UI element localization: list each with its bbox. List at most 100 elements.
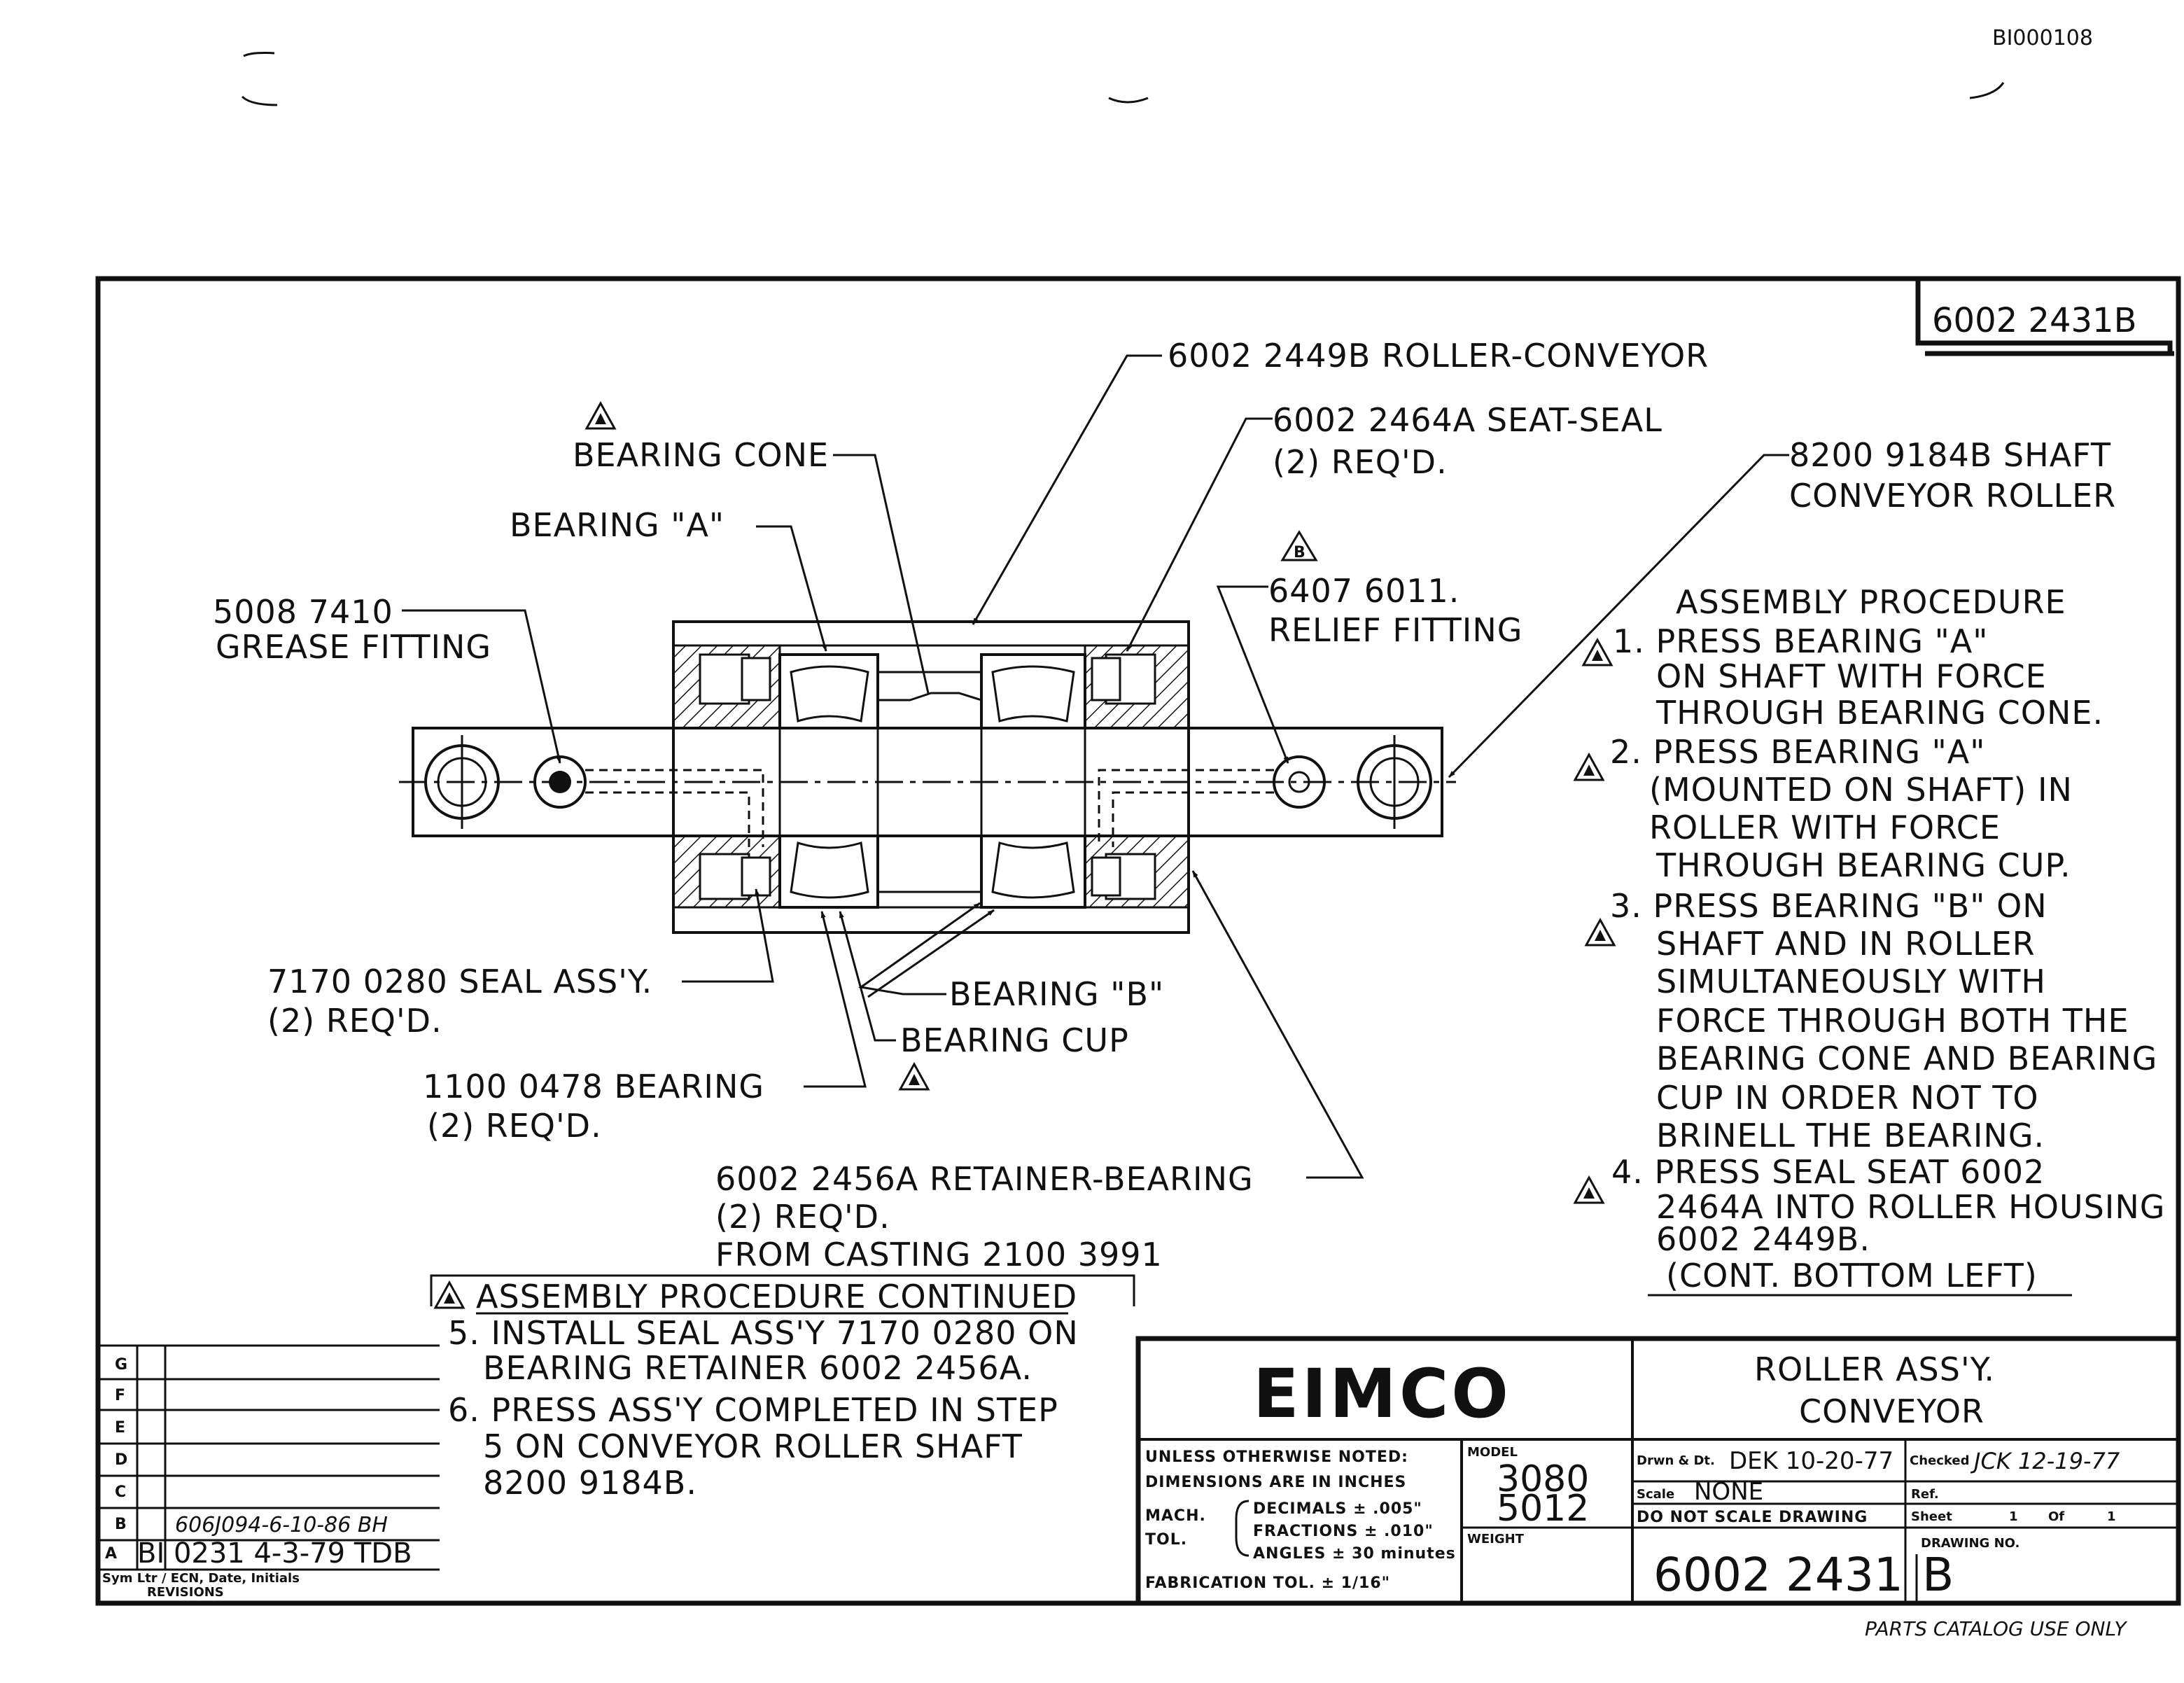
rev-letter: F [115, 1387, 126, 1404]
rev-letter: A [105, 1545, 118, 1563]
procedure-line: 2. PRESS BEARING "A" [1610, 733, 1985, 771]
label-relief-fitting-part: 6407 6011. [1268, 572, 1460, 610]
procedure-line: SHAFT AND IN ROLLER [1656, 925, 2036, 963]
rev-letter: E [115, 1419, 126, 1437]
procedure-line: CUP IN ORDER NOT TO [1656, 1079, 2039, 1117]
label-relief-fitting: RELIEF FITTING [1268, 611, 1522, 649]
seal-assembly-blocks [699, 653, 1156, 900]
weight-label: WEIGHT [1467, 1532, 1525, 1546]
grease-passage-left [585, 769, 764, 847]
procedure-line: 4. PRESS SEAL SEAT 6002 [1611, 1153, 2045, 1191]
procedure-line: BEARING CONE AND BEARING [1656, 1040, 2157, 1077]
procedure-continued-line: 5. INSTALL SEAL ASS'Y 7170 0280 ON [448, 1314, 1079, 1352]
rev-footer-title: REVISIONS [147, 1585, 224, 1600]
label-shaft: 8200 9184B SHAFT [1789, 436, 2111, 474]
callout-labels: 6002 2449B ROLLER-CONVEYOR 6002 2464A SE… [213, 337, 2116, 1273]
leader-lines [402, 354, 1789, 1179]
drawing-number-box: 6002 2431B [1915, 279, 2174, 356]
flag-triangle-icon [434, 1281, 465, 1309]
sheet-label: Sheet [1911, 1509, 1952, 1524]
punch-marks [241, 52, 2005, 106]
procedure-continued-line: BEARING RETAINER 6002 2456A. [483, 1349, 1032, 1387]
no-scale-note: DO NOT SCALE DRAWING [1637, 1509, 1868, 1526]
drawing-number: 6002 2431 [1653, 1548, 1903, 1602]
procedure-line: (MOUNTED ON SHAFT) IN [1649, 771, 2073, 809]
rev-a-entry: BI 0231 4-3-79 TDB [137, 1537, 412, 1570]
title-block: EIMCO ROLLER ASS'Y. CONVEYOR UNLESS OTHE… [1135, 1336, 2181, 1606]
drawing-revision: B [1922, 1548, 1954, 1602]
model-number: 3080 [1497, 1458, 1589, 1500]
procedure-line: FORCE THROUGH BOTH THE [1656, 1002, 2129, 1040]
general-note: DIMENSIONS ARE IN INCHES [1145, 1474, 1406, 1491]
flag-triangle-icon [1574, 1176, 1604, 1204]
procedure-continued-line: 6. PRESS ASS'Y COMPLETED IN STEP [448, 1391, 1058, 1429]
drawing-title: ROLLER ASS'Y. [1754, 1350, 1995, 1388]
flag-triangle-icon [1574, 753, 1604, 781]
model-label: MODEL [1467, 1445, 1518, 1460]
rev-letter: G [115, 1356, 128, 1374]
scale-value: NONE [1694, 1478, 1763, 1506]
bearing-b-top [980, 653, 1086, 729]
rev-letter: D [115, 1451, 128, 1469]
shaft-end-hole-left [424, 735, 500, 829]
flag-triangle-icon [899, 1063, 930, 1091]
of-label: Of [2048, 1509, 2064, 1524]
flag-b-letter: B [1294, 544, 1306, 561]
checked-value: JCK 12-19-77 [1970, 1448, 2120, 1474]
fabrication-tolerance: FABRICATION TOL. ± 1/16" [1145, 1574, 1390, 1592]
procedure-continued-line: 5 ON CONVEYOR ROLLER SHAFT [483, 1427, 1023, 1465]
label-grease-fitting-part: 5008 7410 [213, 593, 393, 631]
tolerance-fractions: FRACTIONS ± .010" [1253, 1523, 1434, 1540]
drawn-value: DEK 10-20-77 [1729, 1447, 1893, 1475]
rev-letter: B [115, 1516, 127, 1533]
label-bearing-b: BEARING "B" [949, 975, 1164, 1013]
procedure-line: THROUGH BEARING CUP. [1656, 846, 2071, 884]
tolerance-angles: ANGLES ± 30 minutes [1253, 1545, 1456, 1563]
bearing-a-bottom [778, 834, 879, 909]
procedure-line: ON SHAFT WITH FORCE [1656, 657, 2047, 695]
procedure-line: 3. PRESS BEARING "B" ON [1610, 887, 2047, 925]
label-retainer-qty: (2) REQ'D. [715, 1198, 890, 1236]
mach-label: MACH. [1145, 1507, 1206, 1525]
center-spacer [878, 671, 982, 893]
shaft-end-hole-right [1357, 735, 1432, 829]
bearing-b-bottom [980, 834, 1086, 909]
label-bearing-part: 1100 0478 BEARING [423, 1068, 764, 1105]
roller-assembly-drawing [399, 620, 1456, 934]
checked-label: Checked [1910, 1453, 1969, 1468]
of-value: 1 [2107, 1509, 2116, 1524]
label-retainer: 6002 2456A RETAINER-BEARING [715, 1160, 1254, 1198]
ref-label: Ref. [1911, 1487, 1939, 1502]
label-seat-seal-qty: (2) REQ'D. [1273, 443, 1448, 481]
label-shaft-2: CONVEYOR ROLLER [1789, 477, 2116, 515]
procedure-line: BRINELL THE BEARING. [1656, 1117, 2045, 1154]
assembly-procedure: ASSEMBLY PROCEDURE 1. PRESS BEARING "A" … [1574, 583, 2164, 1297]
tolerance-decimals: DECIMALS ± .005" [1253, 1500, 1422, 1518]
procedure-title: ASSEMBLY PROCEDURE [1676, 583, 2066, 621]
procedure-line: THROUGH BEARING CONE. [1656, 694, 2104, 732]
parts-catalog-note: PARTS CATALOG USE ONLY [1865, 1617, 2127, 1640]
drawing-number-top: 6002 2431B [1932, 301, 2137, 340]
drawing-no-label: DRAWING NO. [1921, 1536, 2019, 1551]
assembly-procedure-continued: ASSEMBLY PROCEDURE CONTINUED 5. INSTALL … [430, 1274, 1135, 1502]
procedure-continued-title: ASSEMBLY PROCEDURE CONTINUED [476, 1278, 1077, 1315]
procedure-line: (CONT. BOTTOM LEFT) [1666, 1257, 2038, 1294]
label-bearing-cone: BEARING CONE [573, 436, 829, 474]
label-bearing-cup: BEARING CUP [900, 1021, 1129, 1059]
label-seal-assy-qty: (2) REQ'D. [267, 1002, 442, 1040]
roller-housing [672, 620, 1190, 934]
label-bearing-a: BEARING "A" [510, 506, 724, 544]
general-note: UNLESS OTHERWISE NOTED: [1145, 1448, 1408, 1466]
label-roller-conveyor: 6002 2449B ROLLER-CONVEYOR [1168, 337, 1709, 375]
sheet-value: 1 [2009, 1509, 2018, 1524]
grease-passage-right [1098, 769, 1274, 847]
procedure-line: ROLLER WITH FORCE [1649, 809, 2001, 846]
rev-b-entry: 606J094-6-10-86 BH [175, 1513, 388, 1537]
flag-triangle-icon [1582, 638, 1613, 666]
procedure-line: SIMULTANEOUSLY WITH [1656, 963, 2046, 1000]
relief-fitting-symbol [1273, 755, 1326, 809]
drawn-label: Drwn & Dt. [1637, 1453, 1715, 1468]
rev-footer: Sym Ltr / ECN, Date, Initials [102, 1571, 300, 1586]
procedure-line: 1. PRESS BEARING "A" [1613, 622, 1988, 660]
